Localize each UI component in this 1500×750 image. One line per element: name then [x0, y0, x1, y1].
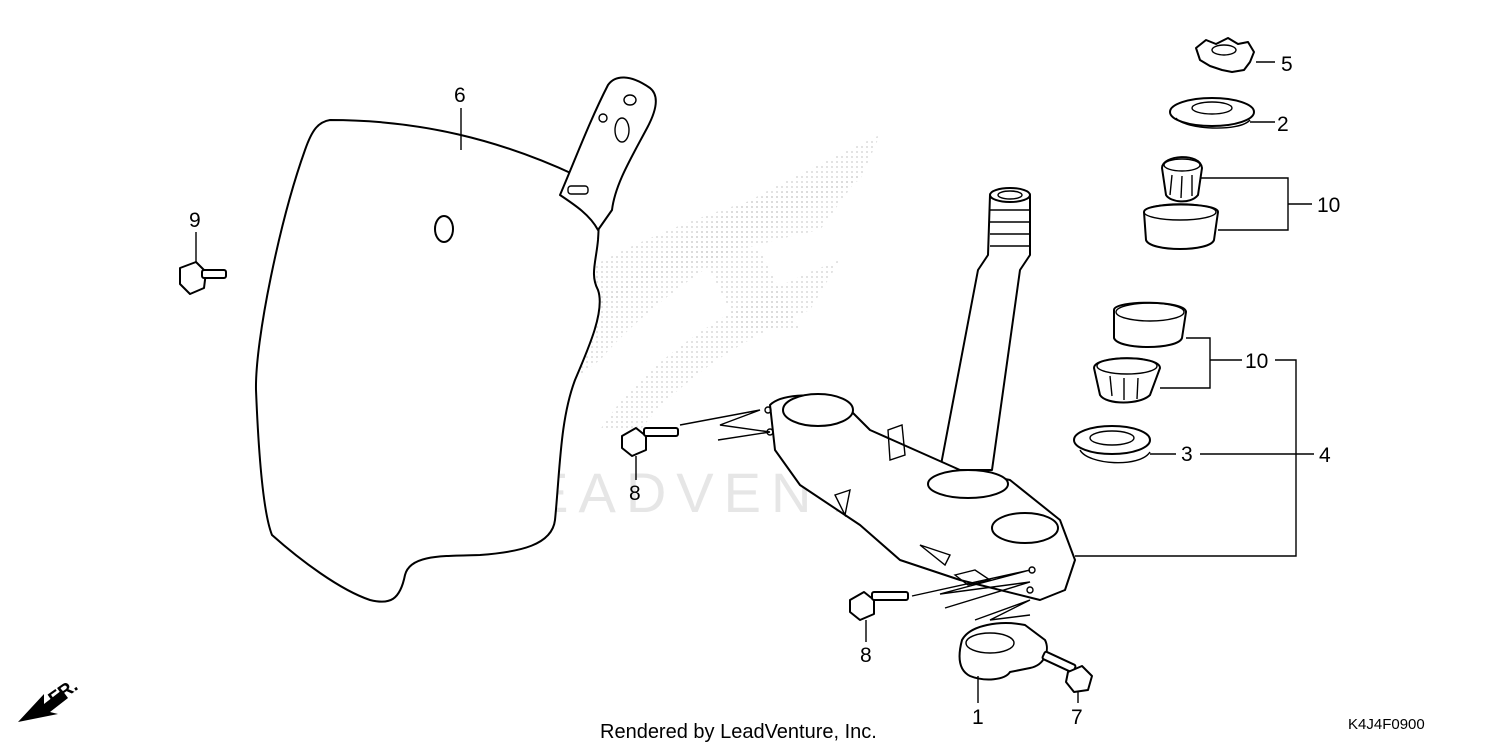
lower-seal-part-3[interactable] [1073, 425, 1151, 464]
callout-5: 5 [1281, 53, 1293, 76]
leader-lines [195, 61, 1314, 703]
callout-10-lower: 10 [1245, 350, 1268, 373]
callout-2: 2 [1277, 113, 1289, 136]
watermark-logo: LEADVENTURE [490, 135, 1004, 524]
callout-8-lower: 8 [860, 644, 872, 667]
dust-seal-part-2[interactable] [1169, 97, 1255, 129]
rendered-by-footer: Rendered by LeadVenture, Inc. [600, 721, 877, 743]
bolt-part-8-lower[interactable] [849, 569, 1031, 621]
bearing-part-10-upper[interactable] [1143, 156, 1219, 250]
callout-10-upper: 10 [1317, 194, 1340, 217]
callout-8-upper: 8 [629, 482, 641, 505]
clamp-part-1[interactable] [958, 599, 1048, 681]
bolt-part-9[interactable] [179, 261, 227, 295]
bolt-part-7[interactable] [1041, 650, 1093, 693]
bearing-part-10-lower[interactable] [1093, 301, 1187, 404]
front-direction-indicator: FR. [18, 675, 82, 722]
callout-4: 4 [1319, 444, 1331, 467]
front-arrow-icon [18, 690, 68, 722]
lock-nut-part-5[interactable] [1195, 37, 1255, 73]
steering-stem-part-4[interactable] [764, 187, 1076, 601]
callout-9: 9 [189, 209, 201, 232]
callout-6: 6 [454, 84, 466, 107]
callout-1: 1 [972, 706, 984, 729]
callout-7: 7 [1071, 706, 1083, 729]
callout-3: 3 [1181, 443, 1193, 466]
diagram-code: K4J4F0900 [1348, 716, 1425, 733]
number-plate-part-6[interactable] [254, 76, 657, 603]
callout-labels: 6 9 5 2 10 10 3 4 8 8 1 7 [189, 53, 1340, 729]
bolt-part-8-upper[interactable] [621, 409, 771, 457]
